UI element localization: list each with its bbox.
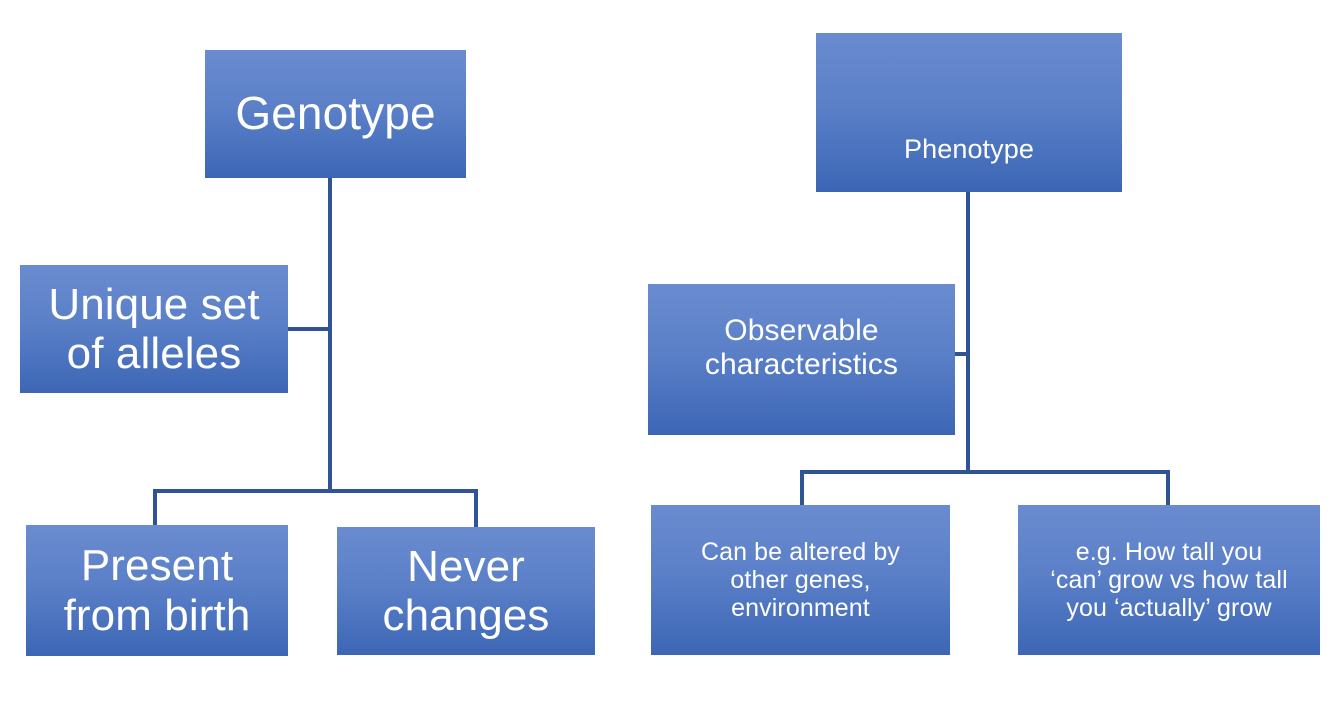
- connector-phenotype-drop-left: [800, 470, 804, 507]
- connector-phenotype-split-bar: [800, 470, 1170, 474]
- node-phenotype[interactable]: Phenotype: [816, 33, 1122, 192]
- node-genotype[interactable]: Genotype: [205, 50, 466, 178]
- node-present-from-birth[interactable]: Present from birth: [26, 525, 288, 656]
- connector-genotype-drop-left: [153, 489, 157, 527]
- connector-genotype-trunk: [328, 178, 332, 491]
- connector-phenotype-trunk: [966, 192, 970, 472]
- connector-phenotype-drop-right: [1166, 470, 1170, 507]
- connector-genotype-split-bar: [153, 489, 478, 493]
- connector-genotype-to-alleles: [286, 327, 332, 331]
- node-unique-set-of-alleles[interactable]: Unique set of alleles: [20, 265, 288, 393]
- node-observable-characteristics[interactable]: Observable characteristics: [648, 284, 955, 435]
- node-never-changes[interactable]: Never changes: [337, 527, 595, 655]
- connector-phenotype-to-observable: [953, 352, 970, 356]
- connector-genotype-drop-right: [474, 489, 478, 527]
- node-example-how-tall[interactable]: e.g. How tall you ‘can’ grow vs how tall…: [1018, 505, 1320, 655]
- node-can-be-altered[interactable]: Can be altered by other genes, environme…: [651, 505, 950, 655]
